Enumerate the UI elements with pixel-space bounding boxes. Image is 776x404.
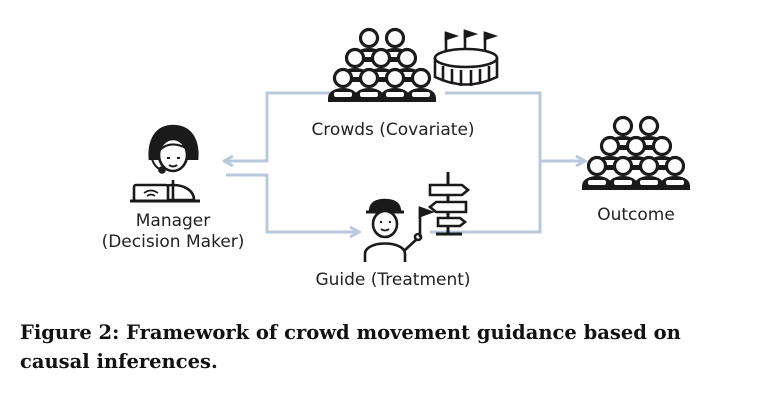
manager-label-line2: (Decision Maker) — [101, 232, 245, 252]
arrowhead-manager — [222, 154, 234, 168]
caption-line-1: Figure 2: Framework of crowd movement gu… — [20, 321, 681, 344]
caption-line-2: causal inferences. — [20, 350, 218, 373]
connection-arrows — [222, 91, 589, 239]
manager-label: Manager (Decision Maker) — [85, 211, 261, 253]
outcome-crowd-icon — [581, 115, 691, 191]
arrow-guide-to-outcome — [430, 161, 542, 234]
manager-label-line1: Manager — [135, 211, 211, 231]
arrow-crowds-to-outcome — [445, 91, 583, 163]
arrow-crowds-to-manager — [226, 91, 335, 163]
arrow-manager-to-guide — [226, 173, 357, 234]
outcome-label: Outcome — [597, 205, 675, 225]
guide-label: Guide (Treatment) — [315, 270, 471, 290]
guide-icon — [363, 172, 471, 262]
crowds-label: Crowds (Covariate) — [311, 120, 475, 140]
stadium-icon — [433, 29, 499, 86]
arrowhead-guide — [349, 225, 363, 239]
manager-icon — [130, 124, 200, 203]
figure-caption: Figure 2: Framework of crowd movement gu… — [20, 318, 764, 376]
arrowhead-outcome — [575, 154, 589, 168]
crowd-icon — [327, 27, 437, 103]
